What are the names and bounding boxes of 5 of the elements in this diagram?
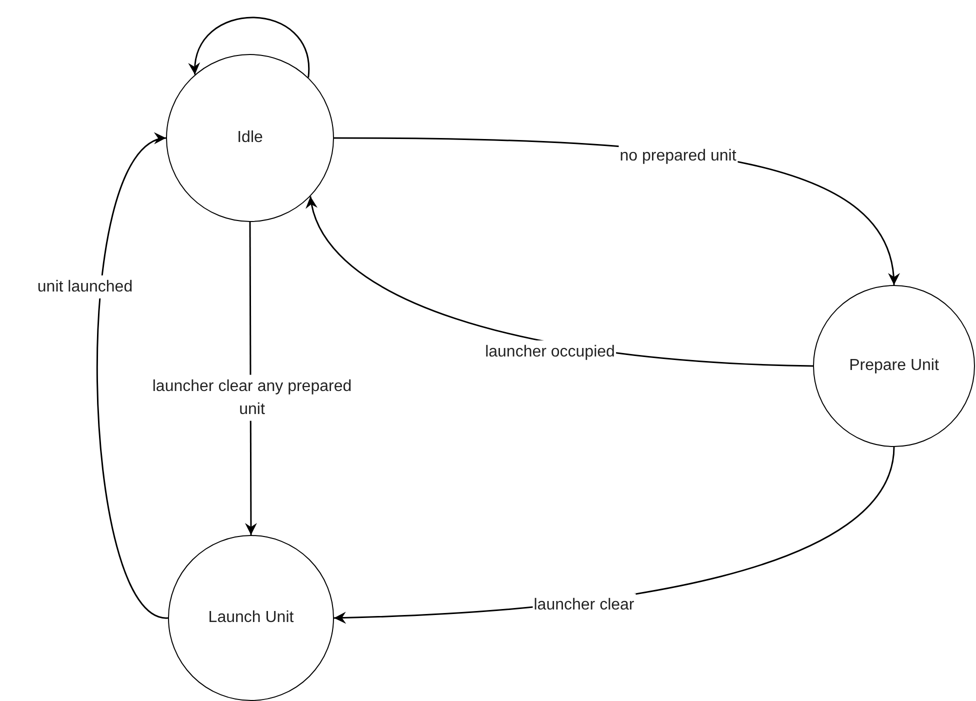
- state-label: Idle: [237, 129, 263, 147]
- state-label: Launch Unit: [208, 609, 294, 627]
- transition-arrow: [190, 16, 310, 78]
- state-label: Prepare Unit: [849, 357, 939, 375]
- edge-label: launcher clear any prepared unit: [151, 374, 353, 422]
